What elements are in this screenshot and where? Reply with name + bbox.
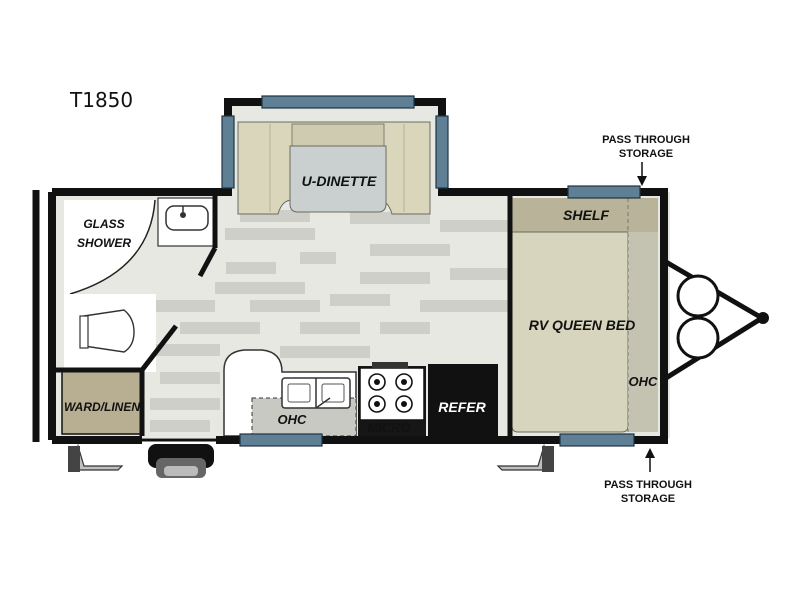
label-u-dinette: U-DINETTE xyxy=(302,173,377,189)
label-glass-shower-2: SHOWER xyxy=(77,236,131,250)
label-ward-linen: WARD/LINEN xyxy=(64,400,140,414)
note-pass-through-bottom-1: PASS THROUGH xyxy=(604,479,692,491)
interior-walls xyxy=(56,192,513,436)
dinette-back-cushion xyxy=(291,123,385,147)
lavatory-sink xyxy=(165,205,209,231)
propane-tank-2 xyxy=(676,316,720,360)
dinette-table xyxy=(289,145,387,213)
wardrobe-linen xyxy=(61,369,143,435)
floor-planks xyxy=(150,210,510,432)
label-ohc-kitchen: OHC xyxy=(278,412,308,427)
note-pass-through-top-1: PASS THROUGH xyxy=(602,134,690,146)
note-pass-through-top-2: STORAGE xyxy=(619,148,673,160)
shelf xyxy=(512,198,658,232)
model-number: T1850 xyxy=(70,88,134,112)
bed-ohc xyxy=(628,232,658,432)
label-rv-queen-bed: RV QUEEN BED xyxy=(529,317,636,333)
faucet xyxy=(315,397,331,409)
label-refer: REFER xyxy=(438,399,486,415)
toilet xyxy=(83,309,135,353)
pass-through-arrows xyxy=(637,162,655,472)
entry-steps xyxy=(148,444,214,478)
glass-shower xyxy=(64,200,155,294)
label-micro: MICRO xyxy=(367,420,410,435)
label-ohc-bed: OHC xyxy=(629,374,659,389)
cooktop xyxy=(359,367,425,421)
refrigerator xyxy=(428,364,498,438)
note-pass-through-bottom-2: STORAGE xyxy=(621,493,675,505)
hitch xyxy=(664,259,769,381)
windows xyxy=(221,95,641,447)
stabilizer-jacks xyxy=(68,443,554,472)
label-glass-shower-1: GLASS xyxy=(83,217,124,231)
label-shelf: SHELF xyxy=(563,207,609,223)
propane-tank-1 xyxy=(676,274,720,318)
